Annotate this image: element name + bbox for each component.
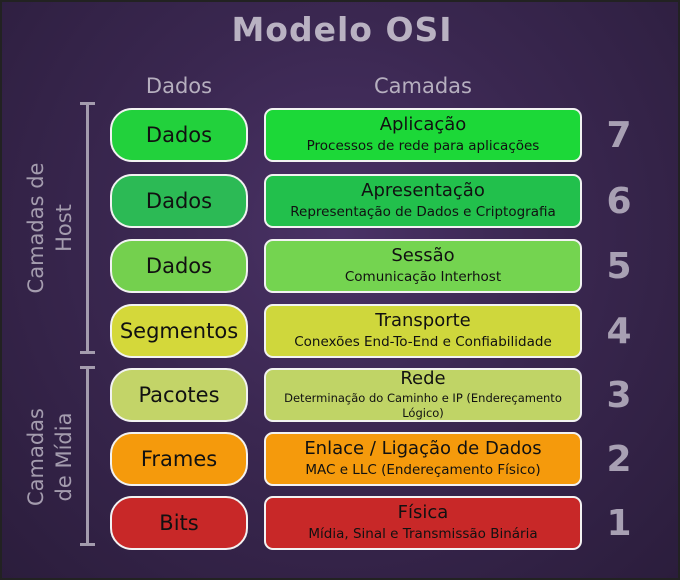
layer-description: Determinação do Caminho e IP (Endereçame… xyxy=(284,390,562,420)
layer-name: Enlace / Ligação de Dados xyxy=(304,438,542,460)
layer-description: Processos de rede para aplicações xyxy=(306,138,540,155)
data-unit-pill: Dados xyxy=(110,239,248,293)
layer-name: Transporte xyxy=(375,310,471,332)
layer-number: 5 xyxy=(606,245,632,287)
layer-description: Mídia, Sinal e Transmissão Binária xyxy=(308,526,538,543)
data-unit-pill: Frames xyxy=(110,432,248,486)
layer-name: Sessão xyxy=(391,245,455,267)
data-unit-pill: Bits xyxy=(110,496,248,550)
diagram-title: Modelo OSI xyxy=(231,10,453,49)
column-header-layers: Camadas xyxy=(374,74,472,98)
layer-description: MAC e LLC (Endereçamento Físico) xyxy=(305,462,541,479)
data-unit-pill: Dados xyxy=(110,108,248,162)
layer-name: Física xyxy=(397,502,449,524)
layer-number: 6 xyxy=(606,180,632,222)
layer-name: Aplicação xyxy=(379,114,467,136)
layer-number: 4 xyxy=(606,310,632,352)
host-layers-bracket xyxy=(80,102,100,354)
layer-description: Comunicação Interhost xyxy=(344,269,502,286)
media-layers-bracket xyxy=(80,366,100,546)
data-unit-pill: Dados xyxy=(110,174,248,228)
layer-number: 7 xyxy=(606,114,632,156)
layer-name: Rede xyxy=(400,368,446,390)
layer-number: 2 xyxy=(606,438,632,480)
layer-description: Conexões End-To-End e Confiabilidade xyxy=(294,334,552,351)
data-unit-pill: Pacotes xyxy=(110,368,248,422)
layer-number: 1 xyxy=(606,502,632,544)
data-unit-pill: Segmentos xyxy=(110,304,248,358)
layer-name: Apresentação xyxy=(361,180,485,202)
layer-number: 3 xyxy=(606,374,632,416)
column-header-data: Dados xyxy=(145,74,213,98)
layer-description: Representação de Dados e Criptografia xyxy=(290,204,556,221)
